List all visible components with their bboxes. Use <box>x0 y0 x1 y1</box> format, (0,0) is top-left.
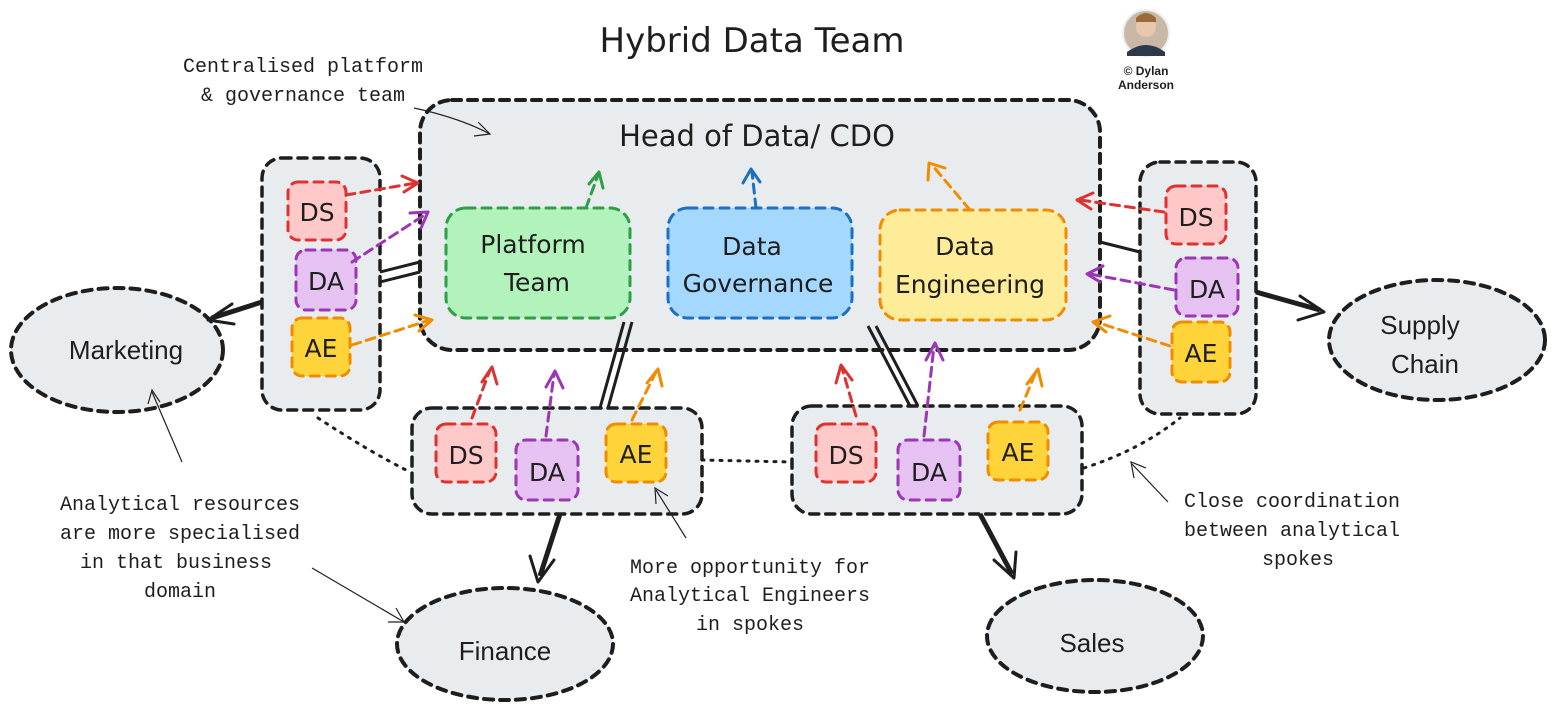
right-ae-to-hub-arrow <box>1091 314 1172 348</box>
sales-label: Sales <box>1059 628 1124 658</box>
left-ds-to-hub-arrow <box>344 174 420 197</box>
left-da-to-hub-arrow <box>350 210 430 264</box>
finance-ae-to-hub-arrow <box>630 367 664 422</box>
role-ds-box <box>814 422 878 484</box>
opportunity-note-line3: in spokes <box>696 614 804 637</box>
right-ds-to-hub-arrow <box>1075 191 1166 214</box>
role-ae-box <box>1170 320 1232 384</box>
supply-chain-domain <box>1327 278 1547 402</box>
role-da-box <box>1174 256 1240 318</box>
role-da-label: DA <box>911 458 947 487</box>
role-ae-label: AE <box>305 334 338 363</box>
role-ds-label: DS <box>828 441 863 470</box>
data-engineering-label-line1: Data <box>935 232 995 261</box>
hub-to-sales-spoke-connector <box>866 325 920 407</box>
hub-to-supply-spoke-connector <box>1099 240 1141 254</box>
role-ae-box <box>604 422 668 484</box>
author-avatar <box>1122 9 1170 57</box>
platform-to-head-arrow <box>584 170 605 210</box>
finance-ds-to-hub-arrow <box>470 365 499 420</box>
role-da-label: DA <box>1189 275 1225 304</box>
opportunity-note-line1: More opportunity for <box>630 557 870 580</box>
marketing-label: Marketing <box>69 335 183 365</box>
right-da-to-hub-arrow <box>1085 264 1176 292</box>
role-ae-label: AE <box>1185 339 1218 368</box>
data-engineering-box <box>878 208 1068 322</box>
finance-da-to-hub-arrow <box>544 369 565 438</box>
supply-chain-label-line2: Chain <box>1391 349 1459 379</box>
platform-team-label-line2: Team <box>503 268 570 297</box>
specialised-note-pointer-marketing <box>147 388 183 463</box>
role-da-box <box>294 248 358 312</box>
author-credit-line2: Anderson <box>1118 78 1174 92</box>
finance-domain <box>395 586 615 702</box>
governance-to-head-arrow <box>741 167 762 210</box>
role-ae-label: AE <box>1002 438 1035 467</box>
data-engineering-label-line2: Engineering <box>895 270 1045 299</box>
left-ae-to-hub-arrow <box>350 313 434 347</box>
supply-spoke-to-domain-arrow <box>1255 289 1326 322</box>
marketing-spoke-to-domain-arrow <box>206 299 263 326</box>
sales-ae-to-hub-arrow <box>1018 367 1044 412</box>
engineering-to-head-arrow <box>926 161 972 212</box>
role-ae-box <box>290 316 352 378</box>
role-da-label: DA <box>308 267 344 296</box>
specialised-note-pointer-finance <box>311 567 406 623</box>
data-governance-label-line1: Data <box>722 232 782 261</box>
coordination-note-line1: Close coordination <box>1184 491 1400 514</box>
sales-ds-to-hub-arrow <box>834 363 858 418</box>
sales-spoke-to-domain-arrow <box>977 512 1018 580</box>
platform-team-box <box>444 206 632 320</box>
data-governance-box <box>666 206 854 320</box>
coordination-link-marketing-finance <box>316 416 412 474</box>
role-ds-label: DS <box>448 441 483 470</box>
supply-chain-label-line1: Supply <box>1380 310 1460 340</box>
specialised-note-line2: are more specialised <box>60 523 300 546</box>
diagram-title: Hybrid Data Team <box>600 21 905 61</box>
coordination-note-line2: between analytical <box>1184 520 1400 543</box>
role-da-box <box>514 438 580 502</box>
specialised-note-line1: Analytical resources <box>60 494 300 517</box>
finance-label: Finance <box>459 636 552 666</box>
role-ds-label: DS <box>1178 203 1213 232</box>
role-da-box <box>896 438 962 502</box>
role-ds-box <box>434 422 498 484</box>
marketing-domain <box>9 286 225 414</box>
coordination-note-pointer <box>1130 461 1169 503</box>
role-ds-label: DS <box>299 198 334 227</box>
platform-team-label-line1: Platform <box>480 230 585 259</box>
role-ds-box <box>286 180 348 242</box>
hub-to-marketing-spoke-connector <box>379 260 421 284</box>
opportunity-note-line2: Analytical Engineers <box>630 585 870 608</box>
central-team-note-line2: & governance team <box>201 85 405 108</box>
role-ae-box <box>986 420 1050 482</box>
specialised-note-line3: in that business <box>80 552 272 575</box>
author-credit-line1: © Dylan <box>1124 64 1169 78</box>
role-ae-label: AE <box>620 440 653 469</box>
coordination-link-sales-supply <box>1082 416 1182 470</box>
opportunity-note-pointer <box>654 486 687 539</box>
specialised-note-line4: domain <box>144 581 216 604</box>
central-team-note-line1: Centralised platform <box>183 56 423 79</box>
central-team-note-pointer <box>413 107 492 137</box>
hub-title: Head of Data/ CDO <box>619 119 895 153</box>
coordination-link-finance-sales <box>700 458 794 464</box>
sales-da-to-hub-arrow <box>922 341 945 438</box>
role-ds-box <box>1164 184 1228 246</box>
role-da-label: DA <box>529 458 565 487</box>
finance-spoke-to-domain-arrow <box>528 513 563 584</box>
hub-to-finance-spoke-connector <box>598 321 634 409</box>
data-governance-label-line2: Governance <box>683 269 834 298</box>
sales-domain <box>985 578 1205 694</box>
coordination-note-line3: spokes <box>1262 549 1334 572</box>
